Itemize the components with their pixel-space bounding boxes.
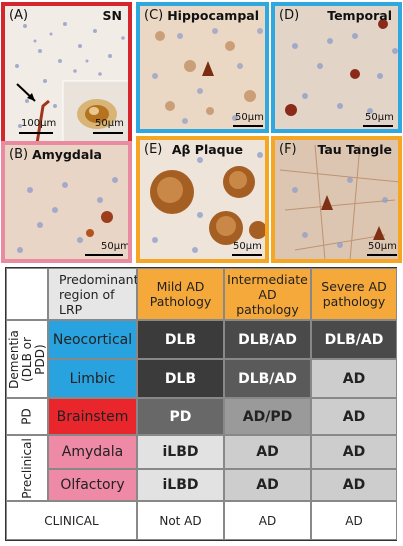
panel-d-scale-label: 50µm xyxy=(365,112,394,123)
cell-brainstem-intermediate: AD/PD xyxy=(224,398,311,435)
group-preclinical: Preclinical xyxy=(6,435,48,501)
panel-a-scale-bar xyxy=(19,132,53,134)
panel-d-scale-bar xyxy=(363,125,393,127)
panel-c-title: Hippocampal xyxy=(167,8,259,23)
panel-a-inset-scale-bar xyxy=(93,132,123,134)
panel-c-scale-label: 50µm xyxy=(235,112,264,123)
cell-limbic-severe: AD xyxy=(311,359,397,398)
panel-e-abeta-plaque: (E) Aβ Plaque 50µm xyxy=(136,136,269,263)
region-amygdala: Amydala xyxy=(48,435,137,469)
panel-a-title: SN xyxy=(102,8,122,23)
region-neocortical: Neocortical xyxy=(48,320,137,359)
panel-c-letter: (C) xyxy=(144,8,164,23)
panel-b-amygdala: (B) Amygdala 50µm xyxy=(1,141,132,263)
col-header-severe: Severe AD pathology xyxy=(311,268,397,320)
micrograph-abeta-plaque xyxy=(140,140,265,259)
clinical-intermediate: AD xyxy=(224,501,311,540)
clinical-severe: AD xyxy=(311,501,397,540)
col-header-mild: Mild AD Pathology xyxy=(137,268,224,320)
micrograph-tau-tangle xyxy=(275,140,398,259)
micrograph-amygdala xyxy=(5,145,128,259)
panel-b-scale-label: 50µm xyxy=(101,241,130,252)
cell-olfactory-severe: AD xyxy=(311,469,397,501)
panel-f-letter: (F) xyxy=(279,142,297,157)
cell-neocortical-severe: DLB/AD xyxy=(311,320,397,359)
panel-f-title: Tau Tangle xyxy=(317,142,392,157)
group-pd: PD xyxy=(6,398,48,435)
group-dementia-label: Dementia (DLB or PDD) xyxy=(6,329,47,389)
panel-f-scale-bar xyxy=(367,254,397,256)
region-brainstem: Brainstem xyxy=(48,398,137,435)
panel-e-title: Aβ Plaque xyxy=(171,142,243,157)
panel-d-letter: (D) xyxy=(279,8,300,23)
panel-a-scale-label: 100µm xyxy=(21,118,57,129)
cell-limbic-intermediate: DLB/AD xyxy=(224,359,311,398)
micrograph-sn xyxy=(5,6,128,145)
panel-e-scale-label: 50µm xyxy=(233,241,262,252)
panel-b-title: Amygdala xyxy=(32,147,102,162)
panel-b-letter: (B) xyxy=(9,147,29,162)
region-limbic: Limbic xyxy=(48,359,137,398)
panel-c-scale-bar xyxy=(233,125,263,127)
panel-f-scale-label: 50µm xyxy=(368,241,397,252)
panel-a-inset-scale-label: 50µm xyxy=(95,118,124,129)
panel-e-scale-bar xyxy=(232,254,262,256)
cell-brainstem-severe: AD xyxy=(311,398,397,435)
group-preclinical-label: Preclinical xyxy=(19,437,34,499)
cell-brainstem-mild: PD xyxy=(137,398,224,435)
panel-a-letter: (A) xyxy=(9,8,29,23)
panel-e-letter: (E) xyxy=(144,142,163,157)
col-header-intermediate: Intermediate AD pathology xyxy=(224,268,311,320)
classification-table: Predominant region of LRP Mild AD Pathol… xyxy=(5,267,397,541)
panel-b-scale-bar xyxy=(85,254,123,256)
group-dementia: Dementia (DLB or PDD) xyxy=(6,320,48,398)
clinical-label: CLINICAL xyxy=(6,501,137,540)
panel-a-sn: (A) SN 100µm 50µm xyxy=(1,2,132,149)
panel-c-hippocampal: (C) Hippocampal 50µm xyxy=(136,2,269,133)
cell-amygdala-mild: iLBD xyxy=(137,435,224,469)
micrograph-temporal xyxy=(275,6,398,129)
panel-f-tau-tangle: (F) Tau Tangle 50µm xyxy=(271,136,402,263)
cell-amygdala-severe: AD xyxy=(311,435,397,469)
panel-d-title: Temporal xyxy=(327,8,392,23)
cell-neocortical-mild: DLB xyxy=(137,320,224,359)
corner-header: Predominant region of LRP xyxy=(48,268,139,320)
cell-neocortical-intermediate: DLB/AD xyxy=(224,320,311,359)
cell-olfactory-intermediate: AD xyxy=(224,469,311,501)
micrograph-hippocampal xyxy=(140,6,265,129)
cell-limbic-mild: DLB xyxy=(137,359,224,398)
group-pd-label: PD xyxy=(19,408,34,425)
panel-d-temporal: (D) Temporal 50µm xyxy=(271,2,402,133)
clinical-mild: Not AD xyxy=(137,501,224,540)
cell-amygdala-intermediate: AD xyxy=(224,435,311,469)
region-olfactory: Olfactory xyxy=(48,469,137,501)
cell-olfactory-mild: iLBD xyxy=(137,469,224,501)
corner-blank xyxy=(6,268,48,320)
